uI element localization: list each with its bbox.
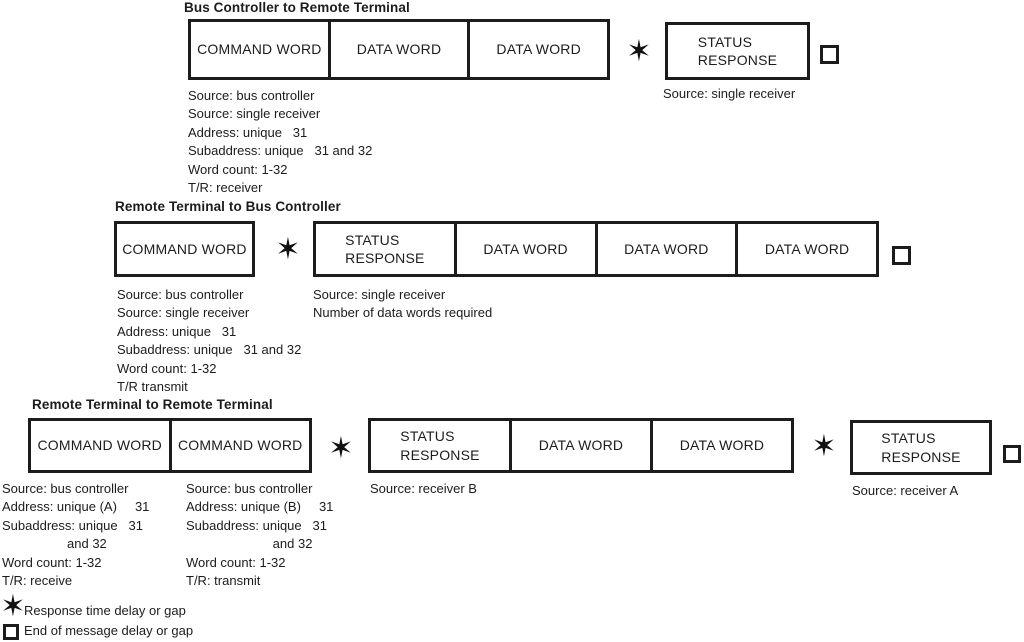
note-line: Number of data words required (313, 305, 493, 321)
word-box-label: DATA WORD (679, 437, 765, 454)
note-line: Source: bus controller (186, 481, 313, 496)
note-line: T/R: receive (2, 573, 73, 589)
word-box-label: DATA WORD (764, 240, 850, 257)
note-line: Address: unique (A) 31 (2, 499, 150, 515)
status-response-label: STATUS RESPONSE (881, 430, 961, 465)
word-box-label: DATA WORD (624, 240, 709, 257)
note-line: Subaddress: unique 31 (186, 517, 327, 533)
word-box: STATUS RESPONSE (316, 224, 454, 274)
response-delay-star-icon: ✶ (275, 233, 301, 266)
note-line: Source: single receiver (117, 305, 250, 321)
word-box: COMMAND WORD (31, 421, 169, 470)
word-box: DATA WORD (650, 421, 791, 470)
status-response-box: STATUS RESPONSE (850, 420, 992, 475)
bc-to-rt-word-group: COMMAND WORD DATA WORD DATA WORD (188, 19, 610, 80)
legend-star-label: Response time delay or gap (24, 603, 186, 618)
word-box-label: STATUS RESPONSE (400, 428, 480, 463)
status-source-note: Source: single receiver (663, 86, 796, 101)
note-line: Source: single receiver (188, 106, 321, 122)
word-box: COMMAND WORD (168, 421, 310, 470)
rt-to-bc-word-group: STATUS RESPONSE DATA WORD DATA WORD DATA WO… (313, 221, 879, 277)
word-box-label: DATA WORD (538, 437, 624, 454)
word-box-label: DATA WORD (483, 240, 568, 257)
end-of-message-square-icon (820, 45, 839, 64)
note-line: Subaddress: unique 31 and 32 (188, 143, 373, 159)
note-line: and 32 (186, 536, 313, 552)
note-line: Address: unique 31 (117, 323, 237, 339)
word-box: DATA WORD (467, 22, 607, 77)
end-of-message-square-icon (3, 624, 19, 640)
word-box-label: COMMAND WORD (37, 437, 162, 454)
status-response-box: STATUS RESPONSE (665, 22, 810, 80)
section-title-bc-to-rt: Bus Controller to Remote Terminal (184, 0, 410, 15)
response-delay-star-icon: ✶ (328, 432, 354, 465)
word-box-label: COMMAND WORD (197, 41, 322, 58)
note-line: Word count: 1-32 (186, 554, 286, 570)
note-line: Subaddress: unique 31 and 32 (117, 342, 302, 358)
note-line: T/R transmit (117, 379, 188, 395)
end-of-message-square-icon (892, 246, 911, 265)
note-line: Word count: 1-32 (2, 554, 102, 570)
word-box: DATA WORD (327, 22, 468, 77)
word-box-label: COMMAND WORD (178, 437, 303, 454)
note-line: Source: bus controller (117, 287, 244, 302)
response-delay-star-icon: ✶ (811, 430, 837, 463)
note-line: Subaddress: unique 31 (2, 517, 143, 533)
word-box-label: STATUS RESPONSE (345, 231, 425, 266)
word-box: STATUS RESPONSE (371, 421, 509, 470)
receiver-b-source-note: Source: receiver B (370, 481, 477, 496)
end-of-message-square-icon (1003, 445, 1021, 463)
note-line: Word count: 1-32 (188, 161, 288, 177)
section-title-rt-to-rt: Remote Terminal to Remote Terminal (32, 397, 273, 412)
word-box: DATA WORD (594, 224, 736, 274)
legend-square-label: End of message delay or gap (24, 623, 194, 638)
note-line: Source: single receiver (313, 287, 446, 302)
rt-to-rt-middle-group: STATUS RESPONSE DATA WORD DATA WORD (368, 418, 794, 473)
note-line: Address: unique 31 (188, 124, 308, 140)
rt-to-rt-command-group: COMMAND WORD COMMAND WORD (28, 418, 312, 473)
note-line: T/R: transmit (186, 573, 261, 589)
note-line: Source: bus controller (2, 481, 129, 496)
command-word-box: COMMAND WORD (114, 221, 255, 277)
note-line: and 32 (2, 536, 107, 552)
word-box: DATA WORD (509, 421, 650, 470)
note-line: Source: bus controller (188, 88, 315, 103)
note-line: Word count: 1-32 (117, 360, 217, 376)
note-line: T/R: receiver (188, 180, 263, 196)
word-box-label: DATA WORD (496, 41, 581, 58)
response-delay-star-icon: ✶ (626, 35, 652, 68)
command-word-label: COMMAND WORD (122, 240, 247, 257)
word-box-label: DATA WORD (356, 41, 442, 58)
status-response-label: STATUS RESPONSE (697, 33, 778, 68)
receiver-a-source-note: Source: receiver A (852, 483, 959, 498)
word-box: DATA WORD (735, 224, 876, 274)
response-delay-star-icon: ✶ (0, 590, 26, 623)
word-box: DATA WORD (453, 224, 595, 274)
note-line: Address: unique (B) 31 (186, 499, 334, 515)
section-title-rt-to-bc: Remote Terminal to Bus Controller (115, 199, 341, 214)
word-box: COMMAND WORD (191, 22, 328, 77)
